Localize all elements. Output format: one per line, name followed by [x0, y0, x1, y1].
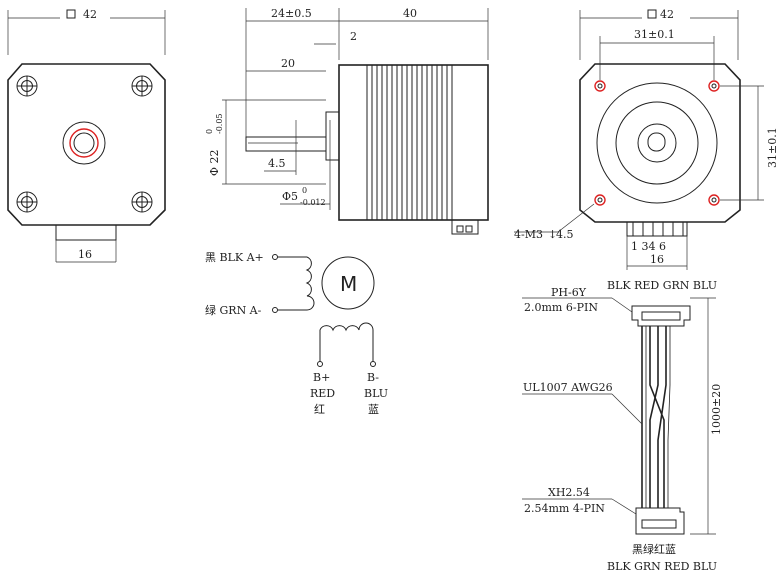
wiring-diagram: 黑 BLK A+ 绿 GRN A- M B+ RED 红 B- BLU 蓝: [205, 251, 388, 416]
back-thread-depth: 4.5: [556, 228, 574, 241]
front-mount-holes: [16, 75, 153, 213]
side-shaft-length-label: 20: [281, 57, 295, 70]
side-front-length-label: 24±0.5: [271, 7, 312, 20]
coil-b: [319, 322, 374, 362]
wire-b-plus-cn: 红: [314, 403, 325, 416]
connector2: [635, 507, 685, 535]
back-square-symbol: [647, 9, 657, 19]
connector1: [631, 305, 691, 327]
cable-bottom-cn: 黑绿红蓝: [632, 542, 676, 556]
back-view: 42 31±0.1 31±0.1 4-M3 ↓ 4.5: [514, 8, 779, 270]
side-boss-dia-label: Φ 22: [208, 149, 221, 176]
cable-bottom-colors: BLK GRN RED BLU: [607, 560, 717, 573]
side-flange-label: 2: [350, 30, 357, 43]
side-body: [338, 64, 489, 221]
side-body-length-label: 40: [403, 7, 417, 20]
back-width-label: 42: [660, 8, 674, 21]
front-body-outline: [7, 63, 166, 226]
wire-b-minus-color: BLU: [364, 387, 388, 400]
connector2-name: XH2.54: [548, 486, 590, 499]
motor-symbol: [321, 256, 375, 310]
wire-a-minus-label: 绿 GRN A-: [205, 303, 262, 317]
back-thread-holes: [594, 80, 720, 206]
back-connector-width: 16: [650, 253, 664, 266]
back-hole-spacing-v: 31±0.1: [766, 127, 779, 168]
back-thread-depth-arrow: ↓: [548, 228, 557, 241]
front-boss: [62, 121, 106, 165]
front-width-label: 42: [83, 8, 97, 21]
side-boss-tol-bottom: -0.05: [215, 113, 224, 134]
coil-a: [305, 256, 315, 311]
back-pin-numbers: 1 34 6: [631, 240, 666, 253]
side-view: 24±0.5 40 2 20 Φ 22 0 -: [205, 7, 489, 235]
front-shaft: [69, 128, 99, 158]
wire-b-minus-pin: B-: [367, 371, 379, 384]
cable-top-colors: BLK RED GRN BLU: [607, 279, 717, 292]
connector2-spec: 2.54mm 4-PIN: [524, 502, 605, 515]
wire-spec-label: UL1007 AWG26: [523, 381, 613, 394]
side-shaft-dia-label: Φ5: [282, 190, 298, 203]
back-body-outline: [579, 63, 741, 223]
cable-wires: [641, 326, 671, 508]
side-flat-depth-label: 4.5: [268, 157, 286, 170]
front-view: 42 16: [7, 8, 166, 263]
cable-length-label: 1000±20: [710, 384, 723, 435]
connector1-spec: 2.0mm 6-PIN: [524, 301, 598, 314]
front-tab-width-label: 16: [78, 248, 92, 261]
side-shaft-tol-top: 0: [302, 186, 307, 195]
wire-b-plus-color: RED: [310, 387, 335, 400]
back-thread-label: 4-M3: [514, 228, 543, 241]
cable-assembly: BLK RED GRN BLU PH-6Y 2.0mm 6-PIN UL1007…: [522, 279, 723, 573]
side-shaft-tol-bottom: -0.012: [300, 198, 326, 207]
wire-a-plus-label: 黑 BLK A+: [205, 251, 264, 264]
connector1-name: PH-6Y: [551, 286, 587, 299]
wire-b-minus-cn: 蓝: [368, 403, 379, 416]
side-fins: [366, 65, 453, 220]
wire-b-plus-pin: B+: [313, 371, 330, 384]
square-symbol: [66, 9, 76, 19]
side-boss-tol-top: 0: [205, 129, 214, 134]
motor-symbol-label: M: [340, 272, 357, 296]
back-hole-spacing-h: 31±0.1: [634, 28, 675, 41]
